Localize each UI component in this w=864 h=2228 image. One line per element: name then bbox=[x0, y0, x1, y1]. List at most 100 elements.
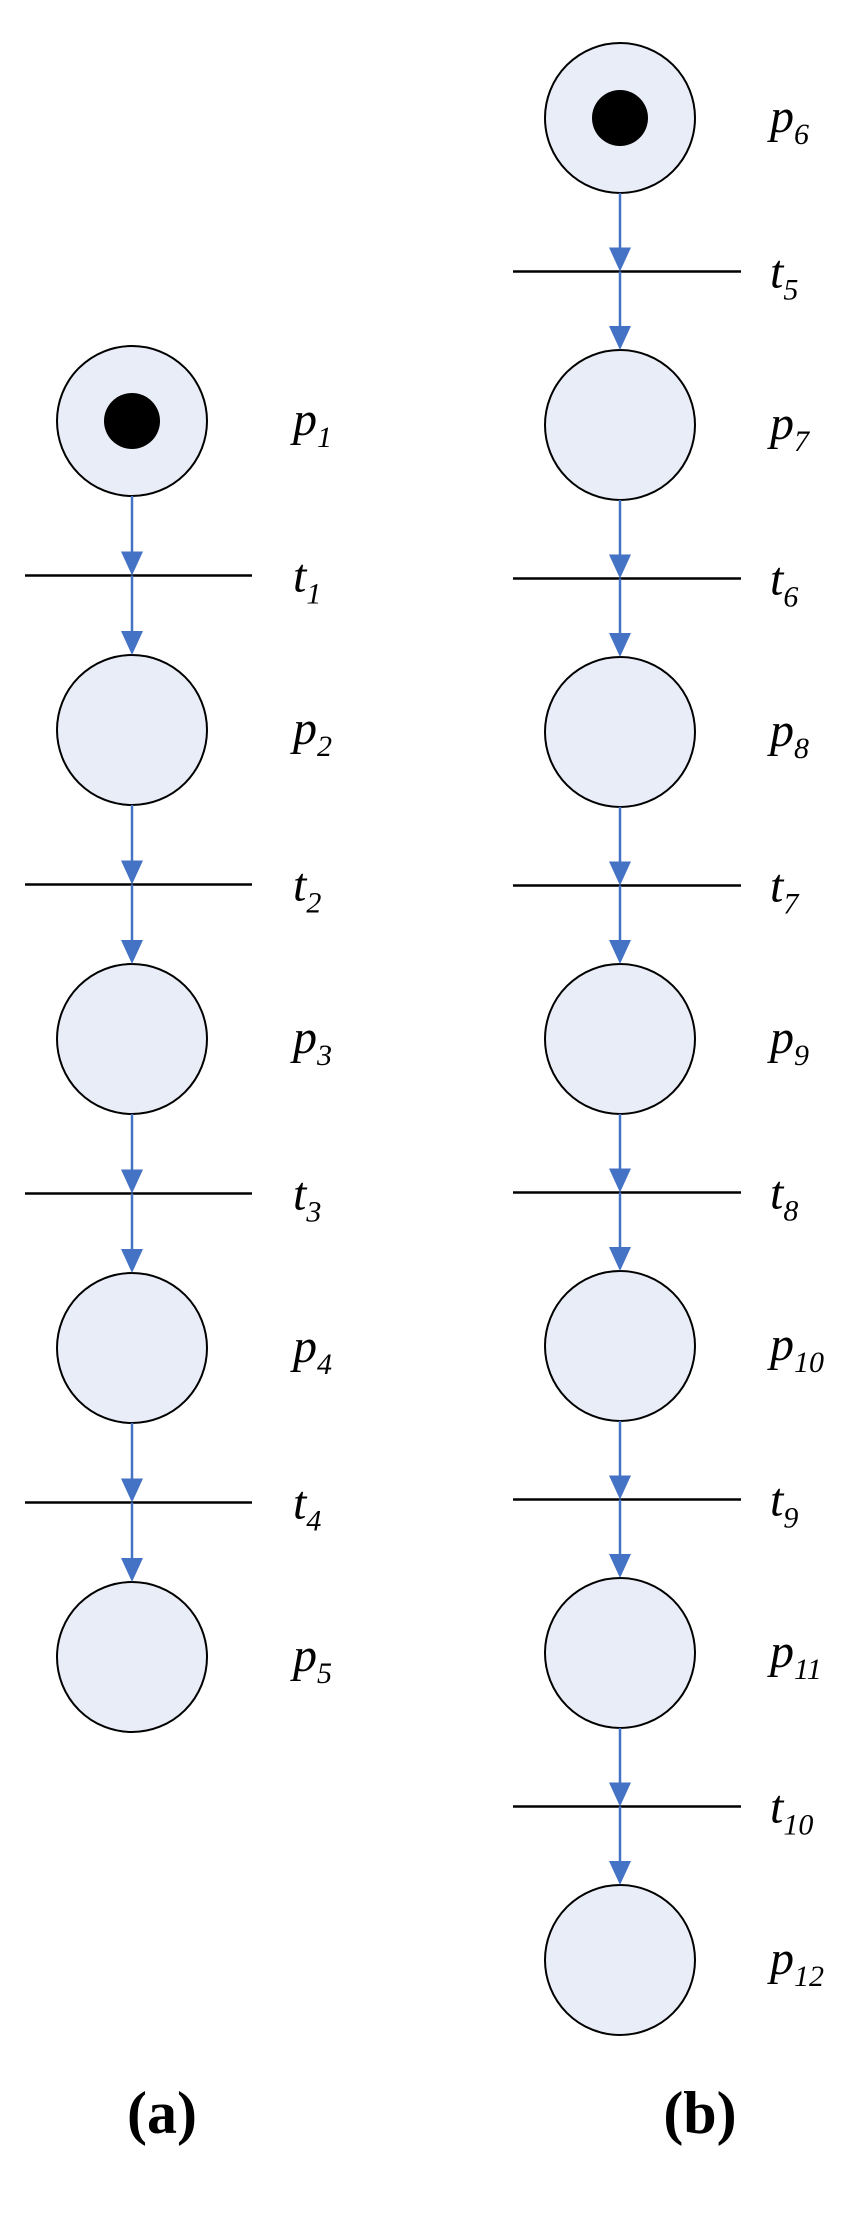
label-t4-index: 4 bbox=[306, 1505, 321, 1538]
label-p5-letter: p bbox=[290, 1629, 317, 1682]
label-t10-letter: t bbox=[770, 1781, 785, 1834]
place-p7 bbox=[544, 349, 696, 501]
label-p10-letter: p bbox=[767, 1318, 794, 1371]
label-t2-letter: t bbox=[293, 859, 308, 912]
arc-from-t1-head bbox=[121, 631, 143, 655]
label-p4-letter: p bbox=[290, 1320, 317, 1373]
arc-to-t2-head bbox=[121, 860, 143, 885]
arc-from-t8-head bbox=[609, 1247, 631, 1271]
label-p2-letter: p bbox=[290, 702, 317, 755]
label-p6-index: 6 bbox=[794, 118, 809, 151]
label-p6-letter: p bbox=[767, 90, 794, 143]
label-t6-letter: t bbox=[770, 553, 785, 606]
label-t7-letter: t bbox=[770, 860, 785, 913]
label-p4: p4 bbox=[290, 1320, 332, 1381]
arc-from-t2-head bbox=[121, 940, 143, 964]
label-t5: t5 bbox=[770, 246, 798, 307]
label-t1-letter: t bbox=[293, 550, 308, 603]
label-t7-index: 7 bbox=[783, 888, 800, 921]
label-t9-letter: t bbox=[770, 1474, 785, 1527]
label-t8: t8 bbox=[770, 1167, 798, 1228]
label-t4-letter: t bbox=[293, 1477, 308, 1530]
label-p9: p9 bbox=[767, 1011, 809, 1072]
arc-to-t1-head bbox=[121, 551, 143, 576]
label-t8-index: 8 bbox=[783, 1195, 798, 1228]
label-p10-index: 10 bbox=[794, 1346, 824, 1379]
label-t4: t4 bbox=[293, 1477, 321, 1538]
label-t1-index: 1 bbox=[306, 578, 321, 611]
place-p11 bbox=[544, 1577, 696, 1729]
label-t2: t2 bbox=[293, 859, 321, 920]
arc-from-t4-head bbox=[121, 1558, 143, 1582]
label-t8-letter: t bbox=[770, 1167, 785, 1220]
place-p3 bbox=[56, 963, 208, 1115]
label-t7: t7 bbox=[770, 860, 800, 921]
arc-from-t10-head bbox=[609, 1861, 631, 1885]
caption-a: (a) bbox=[127, 2080, 197, 2146]
label-p1-letter: p bbox=[290, 393, 317, 446]
label-p1: p1 bbox=[290, 393, 332, 454]
label-p7: p7 bbox=[767, 397, 811, 458]
label-p2-index: 2 bbox=[317, 730, 332, 763]
arc-from-t6-head bbox=[609, 633, 631, 657]
label-p5: p5 bbox=[290, 1629, 332, 1690]
token-p6 bbox=[592, 90, 648, 146]
label-t5-letter: t bbox=[770, 246, 785, 299]
label-t2-index: 2 bbox=[306, 887, 321, 920]
label-p11-letter: p bbox=[767, 1625, 794, 1678]
label-t6-index: 6 bbox=[783, 581, 798, 614]
arc-to-t3-head bbox=[121, 1169, 143, 1194]
label-t6: t6 bbox=[770, 553, 798, 614]
label-t10: t10 bbox=[770, 1781, 813, 1842]
arc-from-t7-head bbox=[609, 940, 631, 964]
label-t3-index: 3 bbox=[305, 1196, 321, 1229]
label-p8-index: 8 bbox=[794, 732, 809, 765]
arc-to-t10-head bbox=[609, 1782, 631, 1807]
arc-to-t5-head bbox=[609, 247, 631, 272]
label-p1-index: 1 bbox=[317, 421, 332, 454]
label-p10: p10 bbox=[767, 1318, 824, 1379]
label-p11: p11 bbox=[767, 1625, 822, 1686]
label-t3-letter: t bbox=[293, 1168, 308, 1221]
arc-to-t7-head bbox=[609, 861, 631, 886]
label-p9-letter: p bbox=[767, 1011, 794, 1064]
label-t9-index: 9 bbox=[783, 1502, 798, 1535]
label-p12-index: 12 bbox=[794, 1960, 824, 1993]
arc-to-t8-head bbox=[609, 1168, 631, 1193]
label-t9: t9 bbox=[770, 1474, 798, 1535]
label-p3-letter: p bbox=[290, 1011, 317, 1064]
label-p11-index: 11 bbox=[794, 1653, 822, 1686]
arc-from-t9-head bbox=[609, 1554, 631, 1578]
label-p5-index: 5 bbox=[317, 1657, 332, 1690]
caption-b: (b) bbox=[663, 2080, 736, 2146]
arc-to-t9-head bbox=[609, 1475, 631, 1500]
label-t3: t3 bbox=[293, 1168, 321, 1229]
label-t5-index: 5 bbox=[783, 274, 798, 307]
label-p9-index: 9 bbox=[794, 1039, 809, 1072]
label-p12-letter: p bbox=[767, 1932, 794, 1985]
place-p5 bbox=[56, 1581, 208, 1733]
place-p10 bbox=[544, 1270, 696, 1422]
place-p4 bbox=[56, 1272, 208, 1424]
place-p8 bbox=[544, 656, 696, 808]
label-p7-letter: p bbox=[767, 397, 794, 450]
token-p1 bbox=[104, 393, 160, 449]
label-p6: p6 bbox=[767, 90, 809, 151]
label-p8-letter: p bbox=[767, 704, 794, 757]
label-t1: t1 bbox=[293, 550, 321, 611]
place-p2 bbox=[56, 654, 208, 806]
place-p9 bbox=[544, 963, 696, 1115]
label-p4-index: 4 bbox=[317, 1348, 332, 1381]
label-p12: p12 bbox=[767, 1932, 824, 1993]
arc-from-t3-head bbox=[121, 1249, 143, 1273]
label-p7-index: 7 bbox=[794, 425, 811, 458]
label-p3: p3 bbox=[290, 1011, 332, 1072]
arc-from-t5-head bbox=[609, 326, 631, 350]
label-t10-index: 10 bbox=[783, 1809, 813, 1842]
label-p2: p2 bbox=[290, 702, 332, 763]
label-p8: p8 bbox=[767, 704, 809, 765]
arc-to-t6-head bbox=[609, 554, 631, 579]
